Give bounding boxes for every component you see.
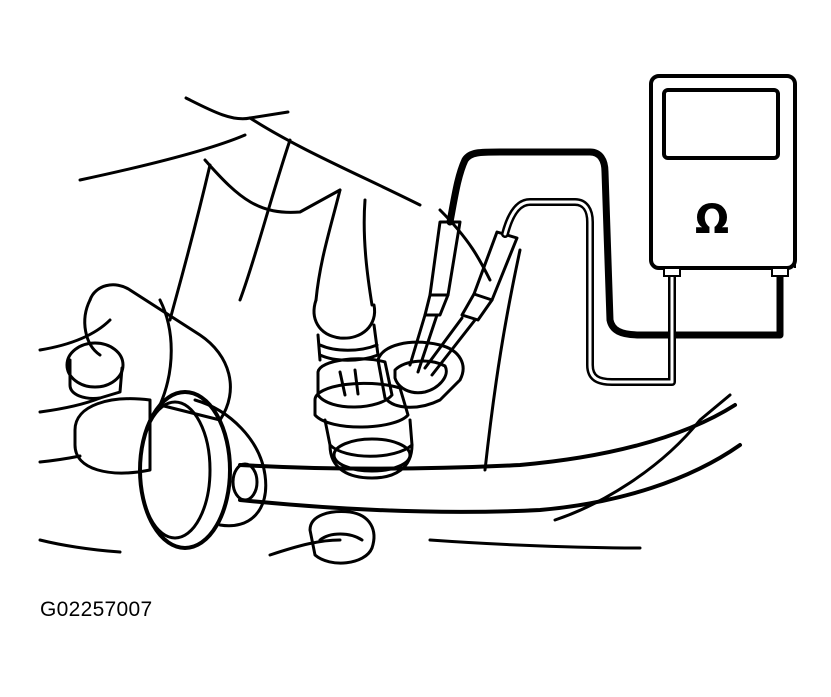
pressure-regulator (73, 390, 268, 550)
lower-injector-nozzle (308, 510, 376, 565)
bracket-bolt (65, 283, 232, 422)
meter-probes (408, 220, 519, 377)
engine-body-outline (38, 96, 732, 557)
ohmmeter: Ω (649, 74, 797, 277)
injector-connector (376, 340, 465, 409)
gray-test-lead (501, 198, 676, 386)
ohm-symbol: Ω (695, 197, 729, 243)
ohmmeter-display (662, 88, 780, 160)
lead-socket-left (663, 267, 681, 277)
fuel-hose (231, 403, 742, 514)
black-test-lead (446, 148, 784, 339)
fuel-injector (312, 188, 414, 480)
lead-socket-right (771, 267, 789, 277)
figure-code: G02257007 (40, 598, 153, 621)
